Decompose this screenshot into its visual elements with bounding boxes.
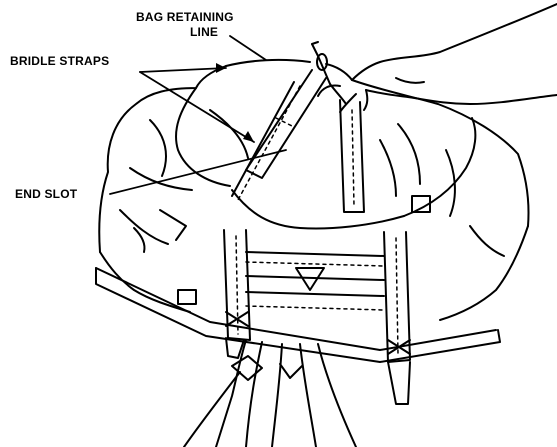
label-end-slot: END SLOT (15, 188, 77, 201)
label-bridle-straps: BRIDLE STRAPS (10, 55, 109, 68)
label-bag-retaining-line: BAG RETAINING (136, 11, 234, 24)
canopy-folds (120, 88, 504, 256)
canopy-lines (184, 340, 356, 447)
label-bag-retaining-line-cont: LINE (190, 26, 218, 39)
bag-retaining-line (312, 42, 346, 104)
hand-drawing (318, 4, 557, 112)
